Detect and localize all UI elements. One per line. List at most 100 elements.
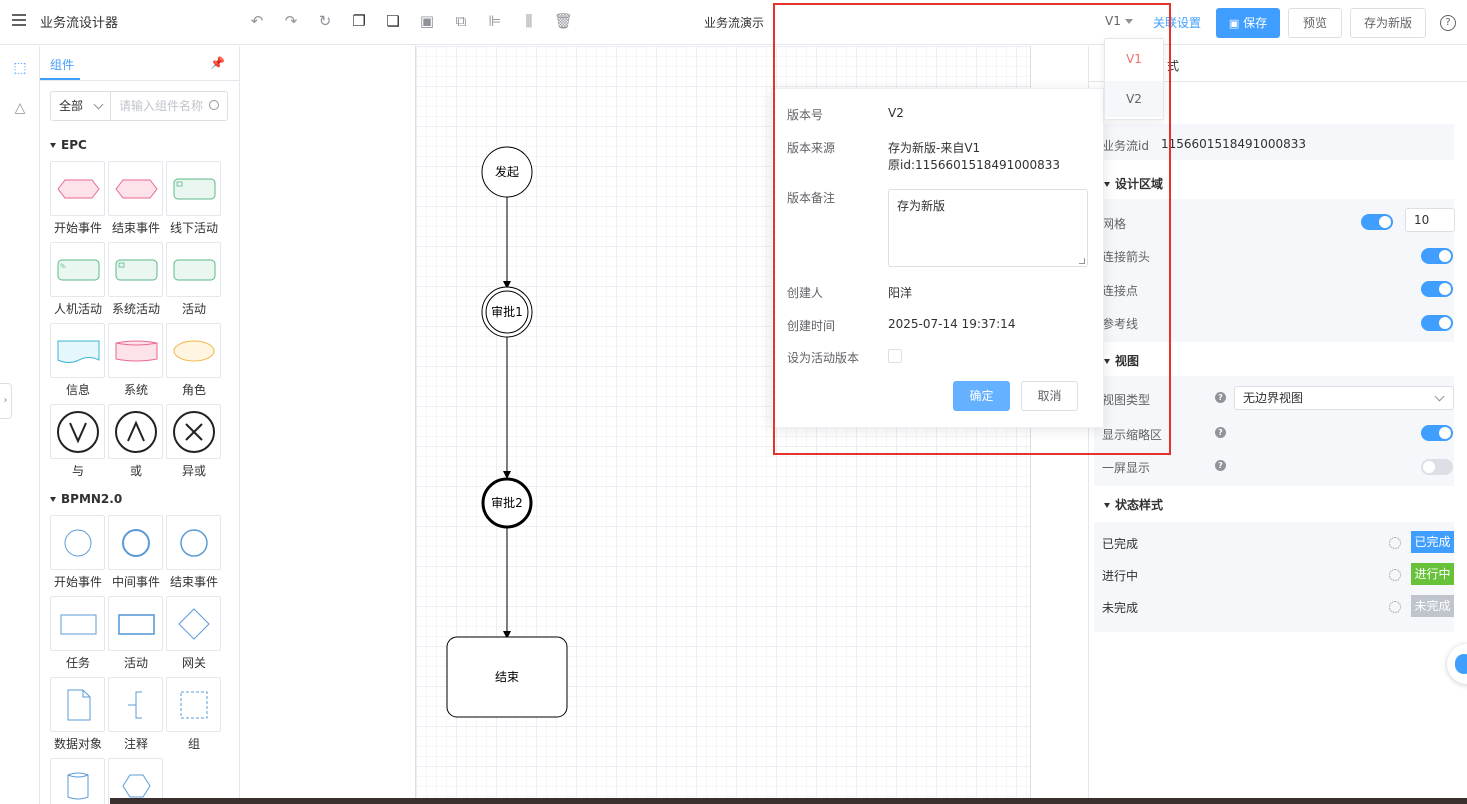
bpmn-label: 组 [187, 737, 200, 751]
epc-xor[interactable] [166, 404, 221, 459]
expand-panel-handle[interactable]: › [0, 383, 12, 419]
status-badge-pending[interactable]: 未完成 [1411, 595, 1454, 617]
minimap-switch[interactable] [1421, 425, 1453, 441]
link-settings-button[interactable]: 关联设置 [1153, 16, 1202, 30]
node-start[interactable]: 发起 [481, 146, 533, 198]
component-search-input[interactable]: 请输入组件名称 [119, 99, 204, 113]
view-type-select[interactable]: 无边界视图 [1234, 386, 1454, 410]
point-switch[interactable] [1421, 281, 1453, 297]
epc-label: 人机活动 [53, 302, 102, 316]
bug-report-icon[interactable] [1447, 644, 1467, 684]
resize-grip-icon[interactable] [1079, 258, 1085, 264]
confirm-button[interactable]: 确定 [953, 381, 1010, 411]
rounded-rect-green-icon [115, 259, 158, 281]
question-icon[interactable]: ? [1215, 427, 1226, 438]
grid-switch[interactable] [1361, 214, 1393, 230]
remark-textarea[interactable]: 存为新版 [888, 189, 1088, 267]
bpmn-intermediate-event[interactable] [108, 515, 163, 570]
tab-components[interactable]: 组件 [50, 58, 75, 72]
grid-size-input[interactable]: 10 [1405, 208, 1455, 232]
version-select[interactable]: V1 [1105, 14, 1133, 28]
gear-icon[interactable] [1389, 537, 1401, 549]
gear-icon[interactable] [1389, 601, 1401, 613]
align-center-icon[interactable]: ⫼ [525, 12, 533, 30]
section-view[interactable]: 视图 [1104, 352, 1139, 369]
component-filter: 全部 请输入组件名称 [50, 91, 228, 121]
node-end[interactable]: 结束 [446, 636, 568, 718]
epc-or[interactable] [108, 404, 163, 459]
search-icon[interactable] [209, 100, 219, 110]
flow-title: 业务流演示 [704, 16, 765, 30]
node-approval-1[interactable]: 审批1 [481, 286, 533, 338]
menu-icon[interactable] [12, 14, 26, 26]
delete-icon[interactable]: 🗑 [554, 12, 574, 30]
bpmn-data-store[interactable] [50, 758, 105, 804]
bpmn-group[interactable] [166, 677, 221, 732]
bring-front-icon[interactable]: ❐ [352, 12, 366, 30]
question-icon[interactable]: ? [1215, 460, 1226, 471]
epc-label: 活动 [181, 302, 206, 316]
epc-role[interactable] [166, 323, 221, 378]
refresh-icon[interactable]: ↻ [318, 12, 332, 30]
shapes-nav-icon[interactable]: △ [14, 100, 26, 116]
ungroup-icon[interactable]: ⧉ [455, 12, 467, 30]
save-as-new-button[interactable]: 存为新版 [1350, 8, 1426, 38]
pin-icon[interactable]: 📌 [210, 56, 225, 70]
bpmn-end-event[interactable] [166, 515, 221, 570]
bpmn-data-object[interactable] [50, 677, 105, 732]
onescreen-switch[interactable] [1421, 459, 1453, 475]
active-version-checkbox[interactable] [888, 349, 902, 363]
components-nav-icon[interactable]: ⬚ [13, 60, 27, 76]
epc-end-event[interactable] [108, 161, 163, 216]
send-back-icon[interactable]: ❏ [386, 12, 400, 30]
epc-activity[interactable] [166, 242, 221, 297]
status-badge-progress[interactable]: 进行中 [1411, 563, 1454, 585]
epc-human-activity[interactable]: % [50, 242, 105, 297]
source-line-1: 存为新版-来自V1 [888, 141, 981, 155]
cancel-button[interactable]: 取消 [1021, 381, 1078, 411]
ellipse-yellow-icon [173, 340, 215, 362]
question-icon[interactable]: ? [1215, 392, 1226, 403]
section-epc[interactable]: EPC [50, 138, 87, 152]
preview-button[interactable]: 预览 [1288, 8, 1342, 38]
epc-system[interactable] [108, 323, 163, 378]
component-panel: 组件 📌 全部 请输入组件名称 EPC 开始事件 结束事件 线下活动 % 人机活… [40, 46, 240, 804]
bpmn-annotation[interactable] [108, 677, 163, 732]
epc-system-activity[interactable] [108, 242, 163, 297]
gear-icon[interactable] [1389, 569, 1401, 581]
bpmn-task[interactable] [50, 596, 105, 651]
status-badge-done[interactable]: 已完成 [1411, 531, 1454, 553]
help-icon[interactable]: ? [1440, 15, 1456, 31]
properties-panel: 式 业务流id 1156601518491000833 设计区域 网格 10 连… [1088, 46, 1467, 804]
bpmn-label: 活动 [123, 656, 148, 670]
epc-label: 系统活动 [111, 302, 160, 316]
bpmn-hexagon[interactable] [108, 758, 163, 804]
bpmn-start-event[interactable] [50, 515, 105, 570]
arrow-switch[interactable] [1421, 248, 1453, 264]
bpmn-activity[interactable] [108, 596, 163, 651]
or-gate-icon [115, 411, 157, 453]
epc-offline-activity[interactable] [166, 161, 221, 216]
category-select[interactable]: 全部 [51, 92, 111, 120]
status-label-done: 已完成 [1102, 537, 1139, 551]
epc-start-event[interactable] [50, 161, 105, 216]
redo-icon[interactable]: ↷ [284, 12, 298, 30]
bpmn-gateway[interactable] [166, 596, 221, 651]
section-status-style[interactable]: 状态样式 [1104, 496, 1163, 513]
remark-label: 版本备注 [787, 191, 836, 205]
node-approval-2[interactable]: 审批2 [481, 477, 533, 529]
left-rail: ⬚ △ [0, 46, 40, 804]
epc-information[interactable] [50, 323, 105, 378]
save-button[interactable]: ▣ 保存 [1216, 8, 1280, 38]
align-left-icon[interactable]: ⊫ [488, 12, 502, 30]
version-option-v2[interactable]: V2 [1105, 81, 1163, 117]
epc-and[interactable] [50, 404, 105, 459]
guide-switch[interactable] [1421, 315, 1453, 331]
bpmn-label: 注释 [123, 737, 148, 751]
group-icon[interactable]: ▣ [419, 12, 435, 30]
bpmn-label: 开始事件 [53, 575, 102, 589]
section-design-area[interactable]: 设计区域 [1104, 175, 1163, 192]
version-option-v1[interactable]: V1 [1126, 52, 1142, 66]
section-bpmn[interactable]: BPMN2.0 [50, 492, 122, 506]
undo-icon[interactable]: ↶ [250, 12, 264, 30]
